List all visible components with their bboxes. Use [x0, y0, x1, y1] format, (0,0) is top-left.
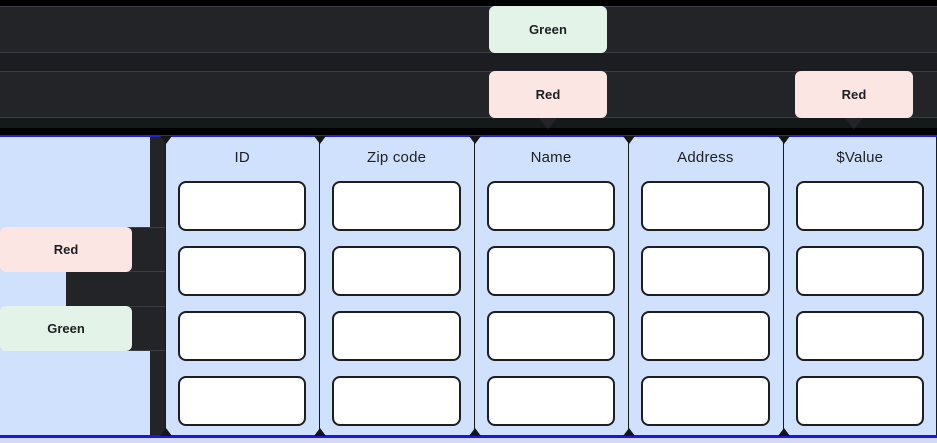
annotation-band-edge [0, 128, 937, 134]
column-header: Name [530, 149, 572, 166]
column-divider-bottom-node-icon [314, 428, 327, 436]
annotation-band-second [0, 71, 937, 118]
field-input[interactable] [332, 181, 461, 231]
field-input[interactable] [178, 311, 307, 361]
callout-red-value-pointer-icon [845, 118, 863, 129]
column-divider-bottom-node-icon [160, 428, 172, 436]
left-pane: Red Green [0, 137, 165, 435]
column-divider-bottom-node-icon [777, 428, 790, 436]
field-input[interactable] [641, 181, 770, 231]
column-divider-top-node-icon [777, 136, 790, 144]
field-input[interactable] [332, 376, 461, 426]
column-divider-bottom-node-icon [468, 428, 481, 436]
callout-green-left-label: Green [47, 321, 85, 336]
form-canvas: Red Green ID Zip code Name Address $Value [0, 135, 937, 438]
column-divider [473, 137, 475, 435]
form-column: Address [628, 137, 782, 435]
callout-green-top-label: Green [528, 22, 568, 37]
callout-red-left[interactable]: Red [0, 227, 132, 272]
field-input[interactable] [332, 246, 461, 296]
field-input[interactable] [795, 311, 924, 361]
column-header: Zip code [367, 149, 427, 166]
column-divider-top-node-icon [623, 136, 636, 144]
field-input[interactable] [641, 246, 770, 296]
callout-green-left[interactable]: Green [0, 306, 132, 351]
field-input[interactable] [795, 181, 924, 231]
field-input[interactable] [178, 246, 307, 296]
canvas-bottom-shadow [0, 438, 937, 443]
field-input[interactable] [332, 311, 461, 361]
annotation-band-thin [0, 118, 937, 128]
column-header: $Value [836, 149, 884, 166]
callout-red-name[interactable]: Red [489, 71, 607, 118]
column-header: Address [677, 149, 734, 166]
callout-green-top[interactable]: Green [489, 6, 607, 53]
form-column: Zip code [319, 137, 473, 435]
field-input[interactable] [641, 376, 770, 426]
column-divider [165, 137, 166, 435]
field-input[interactable] [486, 181, 616, 231]
column-divider-top-node-icon [468, 136, 481, 144]
field-input[interactable] [795, 376, 924, 426]
callout-red-value-label: Red [841, 87, 867, 102]
field-input[interactable] [486, 376, 616, 426]
callout-left-gap [66, 272, 165, 306]
callout-red-name-pointer-icon [539, 118, 557, 129]
form-column: ID [165, 137, 319, 435]
field-input[interactable] [486, 311, 616, 361]
callout-red-name-label: Red [535, 87, 561, 102]
field-input[interactable] [486, 246, 616, 296]
column-divider-bottom-node-icon [623, 428, 636, 436]
field-input[interactable] [795, 246, 924, 296]
column-divider [628, 137, 630, 435]
field-input[interactable] [641, 311, 770, 361]
callout-red-left-label: Red [53, 242, 79, 257]
column-divider [319, 137, 321, 435]
field-input[interactable] [178, 181, 307, 231]
callout-red-value[interactable]: Red [795, 71, 913, 118]
field-input[interactable] [178, 376, 307, 426]
column-divider-top-node-icon [160, 136, 172, 144]
column-divider [782, 137, 784, 435]
column-divider-top-node-icon [314, 136, 327, 144]
column-header: ID [234, 149, 250, 166]
annotation-band-gap [0, 53, 937, 71]
form-column: $Value [783, 137, 937, 435]
form-column: Name [474, 137, 628, 435]
annotation-band-top [0, 6, 937, 53]
